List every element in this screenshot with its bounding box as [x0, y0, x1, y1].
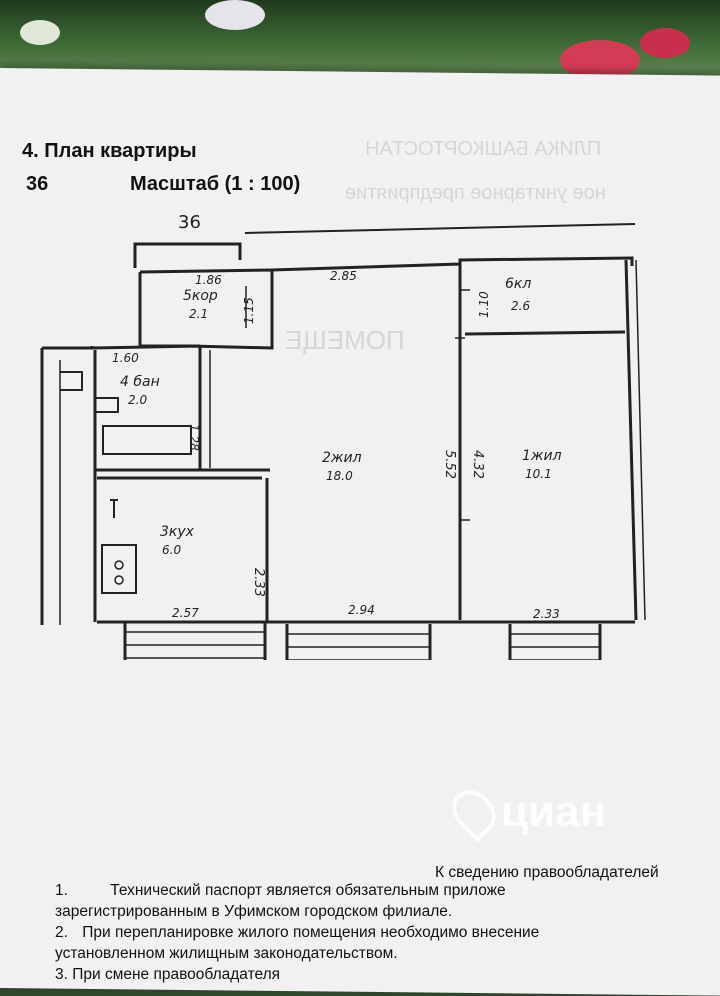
flower-decoration [20, 20, 60, 45]
watermark-text: циан [501, 787, 607, 836]
scale-label: Масштаб (1 : 100) [130, 173, 301, 195]
note-text: При перепланировке жилого помещения необ… [82, 924, 540, 941]
room-name: 2жил [322, 450, 362, 466]
room-dim: 2.33 [251, 568, 266, 597]
cian-watermark: циан [443, 781, 645, 843]
note-number: 1. [55, 882, 68, 899]
room-name: 6кл [505, 276, 531, 292]
note-text: 3. При смене правообладателя [55, 966, 281, 983]
room-dim: 1.15 [242, 297, 256, 324]
note-text: установленном жилищным законодательством… [55, 945, 398, 962]
room-dim: 2.57 [172, 606, 199, 620]
room-area: 18.0 [326, 469, 353, 483]
room-dim: 1.10 [477, 291, 491, 318]
floor-plan: 36 1.86 5кор 2.1 1.15 1.60 4 бан 2.0 1.2… [40, 212, 646, 660]
room-dim: 5.52 [442, 450, 457, 479]
room-dim: 1.28 [187, 424, 201, 451]
room-area: 2.6 [511, 299, 530, 313]
footer-heading: К сведению правообладателей [435, 864, 659, 881]
room-dim: 1.86 [195, 273, 222, 287]
note-text: зарегистрированным в Уфимском городском … [55, 903, 453, 920]
room-name: 4 бан [120, 374, 160, 390]
room-dim: 2.85 [330, 269, 357, 283]
room-name: 3кух [160, 524, 195, 540]
room-dim: 2.94 [348, 603, 375, 617]
room-dim: 4.32 [470, 450, 485, 479]
apartment-number: 36 [26, 173, 49, 195]
flower-decoration [205, 0, 265, 30]
room-area: 6.0 [162, 543, 181, 557]
note-number: 2. [55, 924, 68, 941]
room-area: 2.1 [189, 307, 208, 321]
room-dim: 2.33 [533, 607, 560, 621]
flower-decoration [640, 28, 690, 58]
room-area: 2.0 [128, 393, 147, 407]
note-text: Технический паспорт является обязательны… [110, 882, 506, 899]
ghost-text: ПЛИКА БАШКОРТОСТАН [365, 138, 602, 160]
room-name: 1жил [522, 448, 562, 464]
plan-top-label: 36 [178, 212, 201, 233]
footer-notes: К сведению правообладателей 1. Техническ… [55, 862, 720, 985]
room-area: 10.1 [525, 467, 552, 481]
page-title: 4. План квартиры [22, 140, 197, 162]
room-name: 5кор [183, 288, 218, 304]
room-dim: 1.60 [112, 351, 139, 365]
